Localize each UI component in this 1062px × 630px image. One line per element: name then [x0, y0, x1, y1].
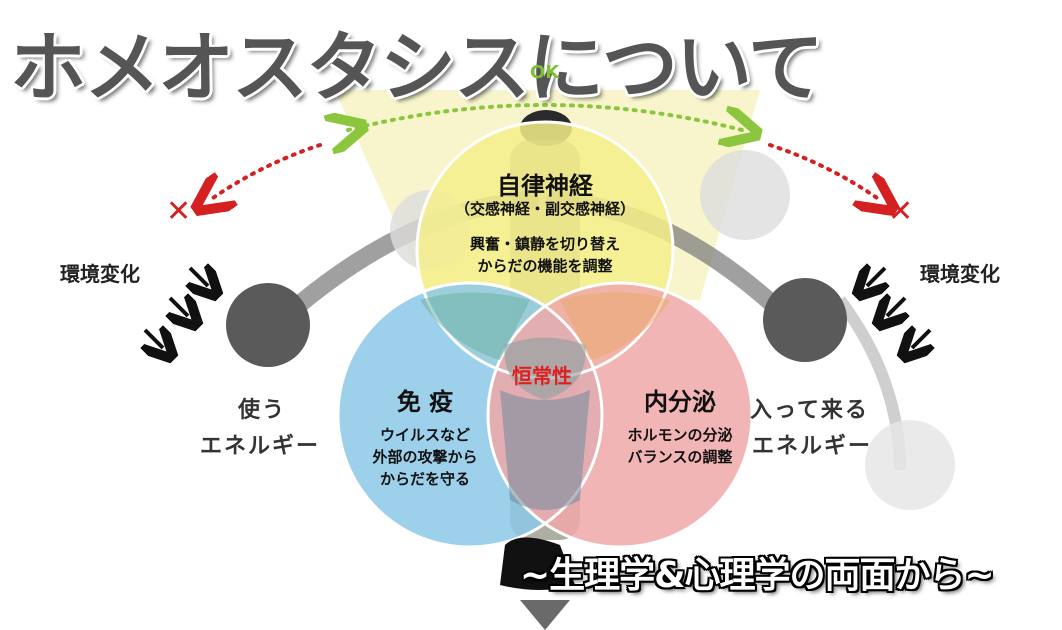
- homeostasis-center-label: 恒常性: [512, 364, 572, 388]
- autonomic-line1: 興奮・鎮静を切り替え: [469, 235, 620, 253]
- ng-mark-right: ✕: [888, 194, 914, 229]
- env-arrow-left-2: [170, 298, 188, 316]
- left-environment-label: 環境変化: [60, 262, 140, 286]
- autonomic-title: 自律神経: [497, 172, 593, 200]
- immune-line2: 外部の攻撃から: [372, 448, 478, 466]
- immune-line1: ウイルスなど: [379, 426, 470, 444]
- right-environment-label: 環境変化: [920, 262, 1000, 286]
- ng-arrow-right: [768, 143, 880, 200]
- pendulum-ball-right: [763, 278, 847, 362]
- overlap-autonomic-endocrine: [560, 292, 670, 360]
- ok-arrow: [348, 103, 742, 130]
- overlap-autonomic-immune: [420, 292, 530, 360]
- left-energy-line1: 使う: [238, 398, 287, 423]
- ng-arrow-left: [210, 143, 322, 200]
- env-arrow-left-1: [190, 268, 208, 286]
- endocrine-title: 内分泌: [644, 388, 716, 416]
- ghost-ball-far-right: [865, 420, 955, 510]
- overlap-center: [504, 337, 586, 400]
- env-arrow-right-3: [912, 330, 930, 348]
- autonomic-line2: からだの機能を調整: [477, 257, 613, 275]
- ghost-ball-right: [700, 150, 790, 240]
- pendulum-ball-left: [226, 283, 310, 367]
- immune-circle-outline: [336, 281, 604, 549]
- bottom-pointer: [520, 600, 570, 630]
- endocrine-line2: バランスの調整: [627, 448, 733, 466]
- env-arrow-left-3: [145, 330, 163, 348]
- autonomic-subtitle: （交感神経・副交感神経）: [454, 200, 635, 218]
- left-energy-line2: エネルギー: [200, 434, 321, 459]
- env-arrow-right-2: [887, 298, 905, 316]
- immune-title: 免 疫: [396, 388, 454, 416]
- endocrine-line1: ホルモンの分泌: [627, 426, 733, 444]
- endocrine-circle-outline: [486, 281, 754, 549]
- page-title: ホメオスタシスについて: [10, 23, 824, 112]
- right-energy-line2: エネルギー: [752, 434, 873, 459]
- figure-feet: [500, 537, 575, 590]
- env-arrow-right-1: [867, 268, 885, 286]
- ng-mark-left: ✕: [166, 194, 192, 229]
- overlap-immune-endocrine: [500, 390, 590, 510]
- page-subtitle: ~生理学&心理学の両面から~: [520, 555, 995, 596]
- right-energy-line1: 入って来る: [750, 398, 869, 423]
- immune-line3: からだを守る: [379, 470, 470, 488]
- ok-label: OK: [530, 62, 560, 83]
